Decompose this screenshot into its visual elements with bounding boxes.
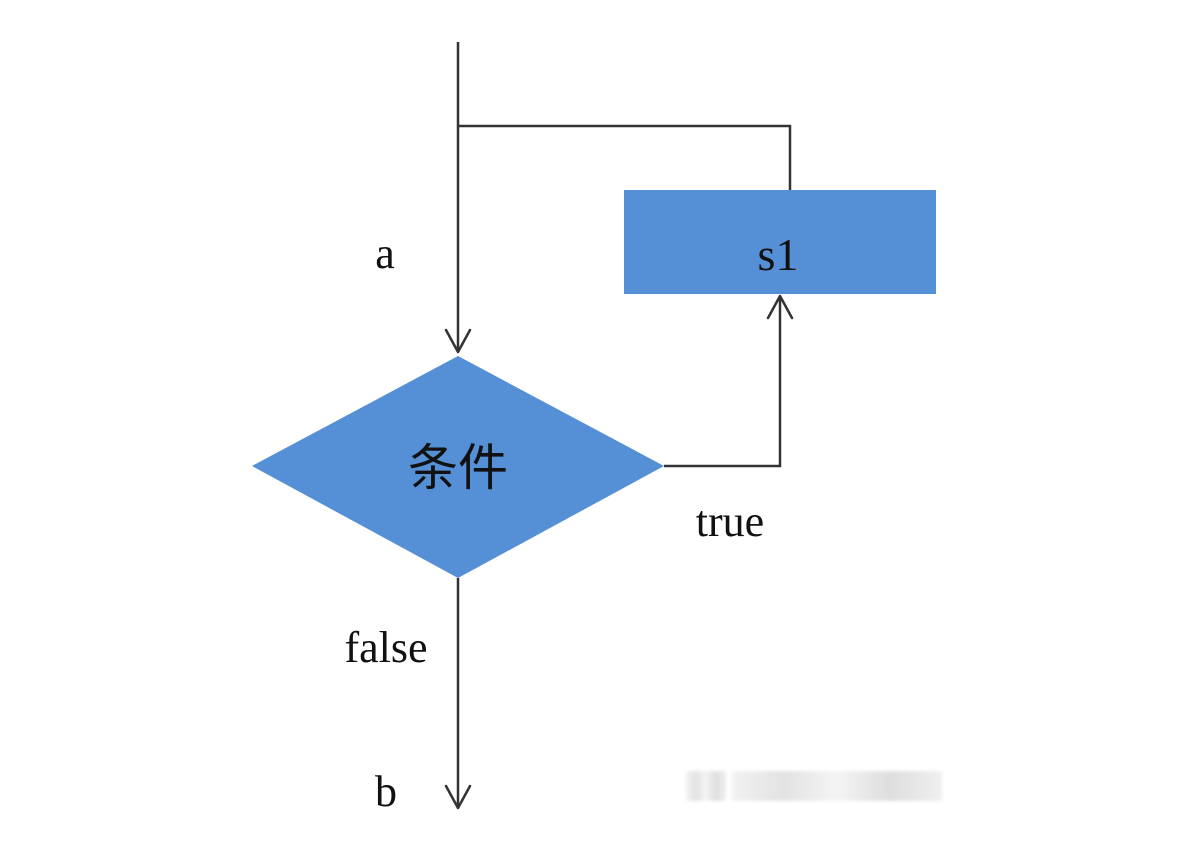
statement-box <box>624 190 936 294</box>
watermark-block <box>686 771 726 801</box>
true-branch-line <box>664 296 782 468</box>
true-branch-arrowhead <box>766 294 794 320</box>
entry-arrowhead <box>444 328 472 354</box>
loop-back-line <box>458 124 792 190</box>
false-label: false <box>344 623 427 672</box>
blurred-watermark <box>686 760 954 812</box>
watermark-block <box>732 771 942 801</box>
statement-label: s1 <box>758 229 799 280</box>
entry-label: a <box>375 229 395 278</box>
true-label: true <box>696 497 764 546</box>
condition-label: 条件 <box>408 439 508 497</box>
exit-label: b <box>375 767 397 816</box>
exit-arrowhead <box>444 784 472 810</box>
condition-diamond <box>252 356 664 578</box>
